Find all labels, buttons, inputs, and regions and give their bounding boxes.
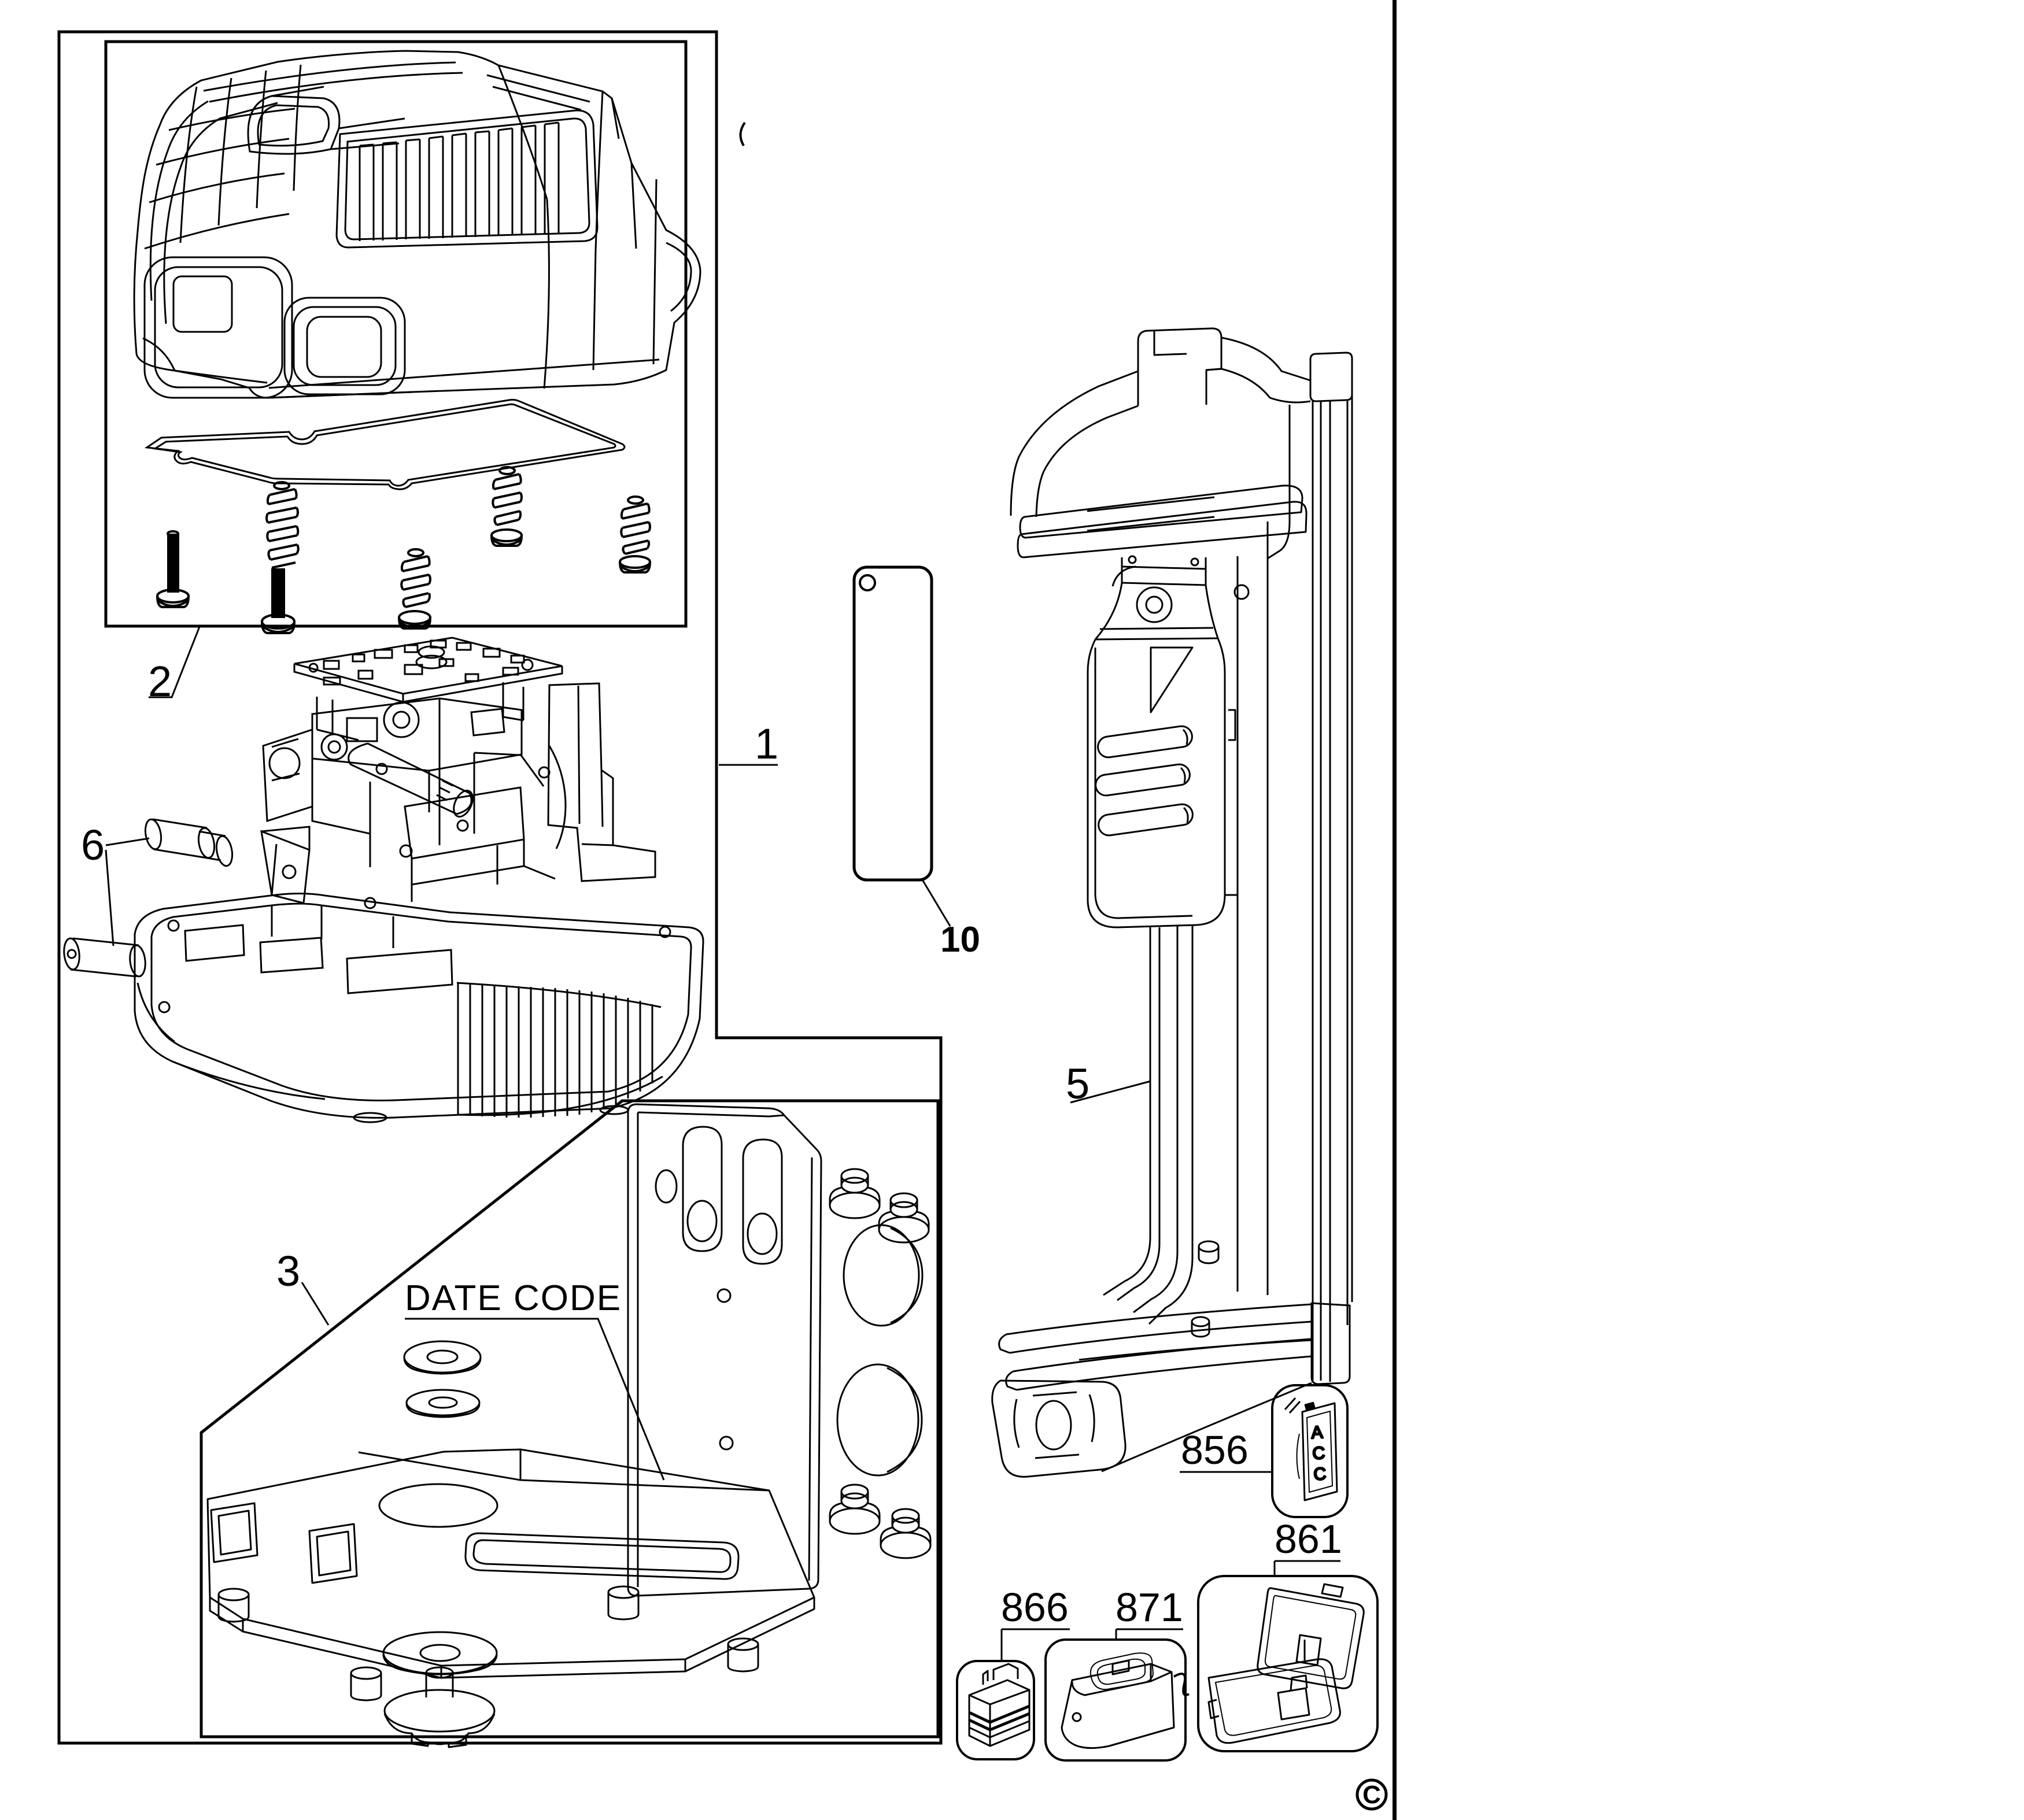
svg-text:866: 866 (1001, 1585, 1069, 1630)
svg-text:C: C (1312, 1444, 1325, 1463)
svg-text:871: 871 (1116, 1585, 1183, 1630)
svg-text:A: A (1311, 1423, 1324, 1442)
svg-text:C: C (1313, 1464, 1327, 1484)
svg-text:3: 3 (276, 1247, 300, 1295)
svg-text:861: 861 (1275, 1516, 1342, 1562)
svg-text:2: 2 (148, 657, 172, 705)
svg-text:856: 856 (1181, 1427, 1249, 1473)
svg-text:C: C (1362, 1781, 1381, 1809)
svg-text:6: 6 (81, 821, 105, 869)
svg-text:5: 5 (1066, 1060, 1089, 1108)
svg-text:10: 10 (940, 920, 980, 960)
svg-text:1: 1 (755, 720, 778, 768)
svg-text:DATE CODE: DATE CODE (405, 1278, 622, 1318)
